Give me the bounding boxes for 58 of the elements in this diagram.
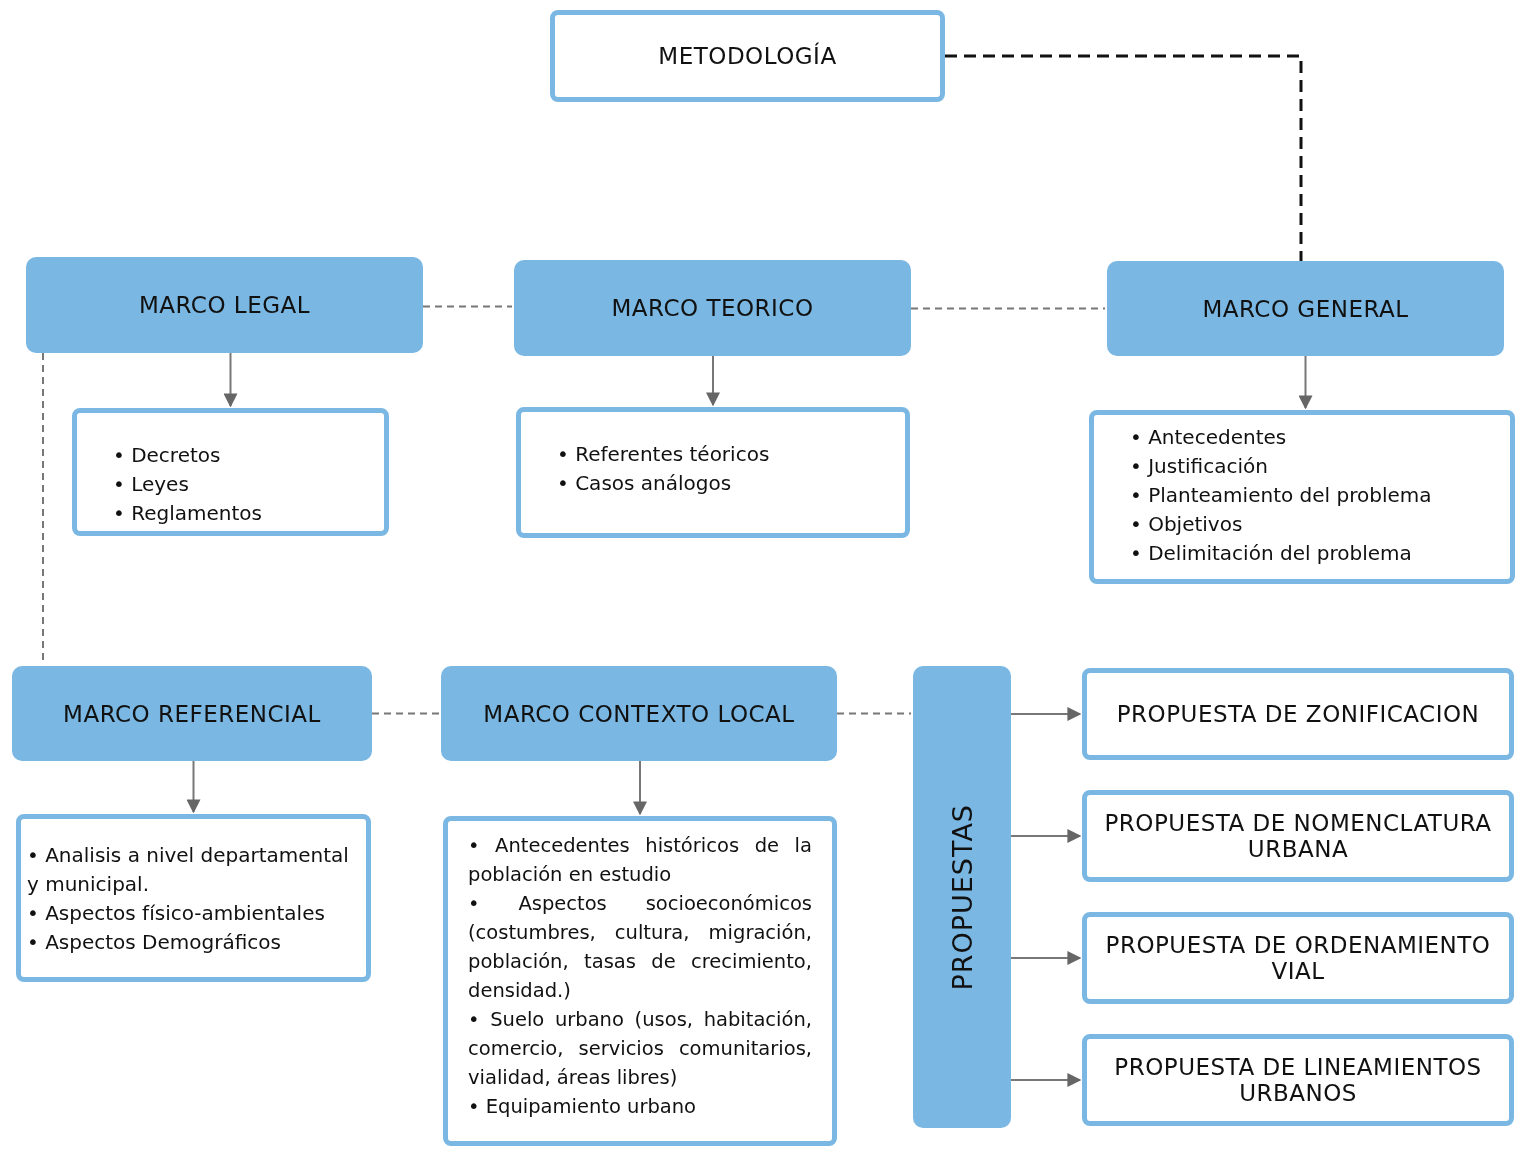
list-item: • Antecedentes [1130, 424, 1288, 451]
dashed-connector [910, 307, 1106, 310]
list-item: • Objetivos [1130, 511, 1244, 538]
arrow [633, 760, 647, 816]
box-title: MARCO REFERENCIAL [63, 700, 321, 727]
proposal-box [1082, 1034, 1514, 1126]
dashed-connector [422, 305, 513, 308]
list-item: • Antecedentes históricos de la población en estudio [468, 833, 812, 888]
arrow [706, 355, 720, 407]
list-item: • Justificación [1130, 453, 1269, 480]
box-title: MARCO GENERAL [1202, 295, 1409, 322]
arrow [186, 760, 201, 814]
dashed-connector [371, 712, 440, 715]
header-box [26, 257, 423, 353]
dashed-connector [945, 54, 1303, 261]
arrow [1010, 951, 1082, 965]
arrow [223, 352, 238, 408]
arrow [1010, 829, 1082, 843]
list-item: • Planteamiento del problema [1130, 482, 1432, 509]
list-item: • Analisis a nivel departamental y municipal. [27, 842, 350, 898]
list-item: • Referentes téoricos [557, 441, 770, 468]
list-box [16, 814, 371, 982]
arrow [1010, 1073, 1082, 1087]
header-box [913, 666, 1011, 1128]
list-box [1089, 410, 1515, 584]
list-item: • Aspectos físico-ambientales [27, 900, 326, 927]
header-box [514, 260, 911, 356]
header-box [12, 666, 372, 761]
list-item: • Aspectos socioeconómicos (costumbres, cultura, migración, población, tasas de crecimiento, densidad.) [468, 891, 812, 1004]
box-title: MARCO CONTEXTO LOCAL [483, 700, 795, 727]
list-item: • Decretos [113, 442, 222, 469]
box-title: MARCO TEORICO [611, 295, 814, 321]
list-item: • Casos análogos [557, 470, 733, 497]
list-item: • Reglamentos [113, 500, 262, 527]
box-title: PROPUESTAS [946, 803, 978, 991]
list-box [72, 408, 389, 536]
box-title: PROPUESTA DE NOMENCLATURA URBANA [1103, 810, 1493, 862]
box-title: METODOLOGÍA [658, 43, 837, 69]
proposal-box [1082, 912, 1514, 1004]
header-box [1107, 261, 1504, 356]
box-title: PROPUESTA DE ORDENAMIENTO VIAL [1104, 932, 1492, 984]
dashed-connector [836, 712, 912, 715]
list-box [516, 407, 910, 538]
proposal-box [1082, 668, 1514, 760]
list-item: • Leyes [113, 471, 190, 498]
arrow [1298, 355, 1313, 410]
arrow [1010, 707, 1082, 721]
header-box [441, 666, 837, 761]
box-title: MARCO LEGAL [138, 292, 311, 318]
title-box [550, 10, 945, 102]
box-title: PROPUESTA DE ZONIFICACION [1116, 701, 1480, 727]
box-title: PROPUESTA DE LINEAMIENTOS URBANOS [1113, 1054, 1483, 1106]
proposal-box [1082, 790, 1514, 882]
list-box [443, 816, 837, 1146]
list-item: • Aspectos Demográficos [27, 929, 282, 956]
list-item: • Delimitación del problema [1130, 540, 1413, 567]
list-item: • Suelo urbano (usos, habitación, comercio, servicios comunitarios, vialidad, áreas libres) [468, 1007, 812, 1091]
list-item: • Equipamiento urbano [468, 1094, 698, 1120]
